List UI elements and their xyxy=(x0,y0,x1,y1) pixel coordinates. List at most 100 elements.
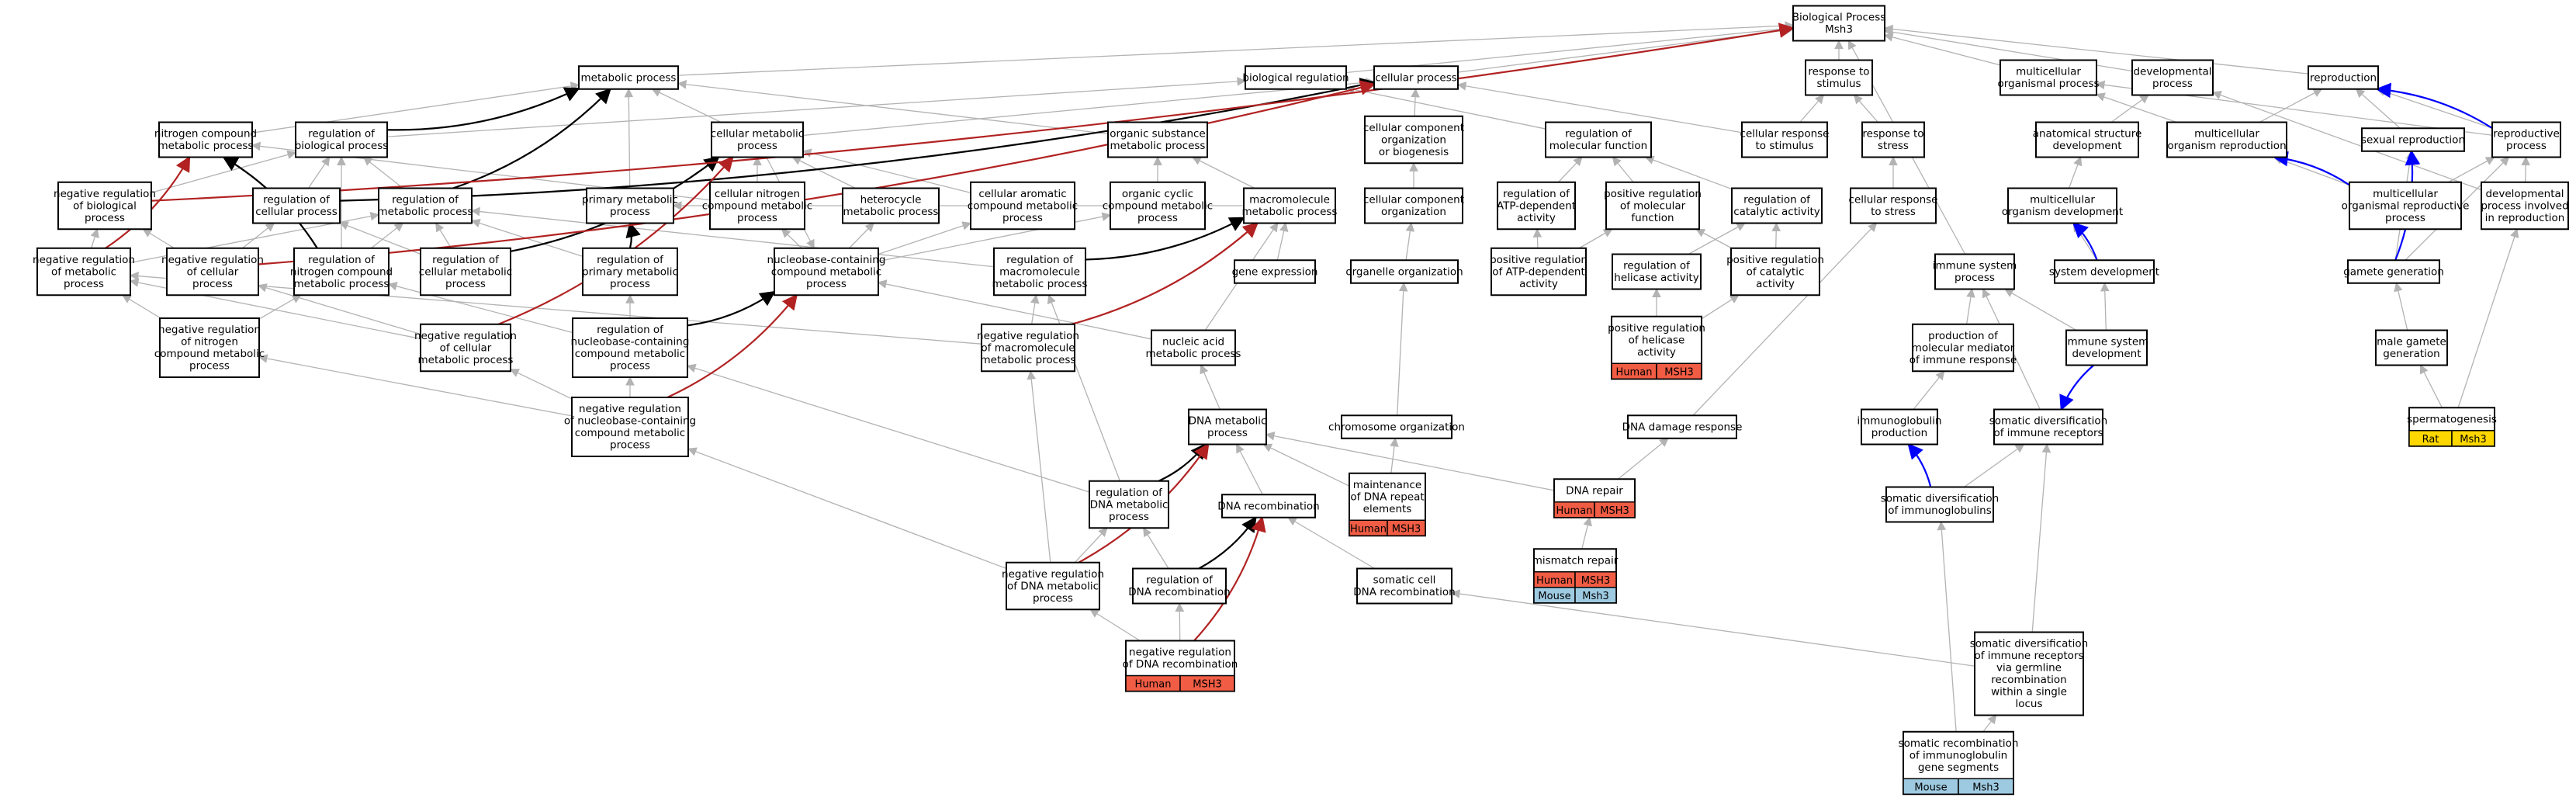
go-term-node-oo[interactable]: organelle organization xyxy=(1345,259,1463,284)
node-label-line: somatic cell xyxy=(1373,574,1436,587)
edge-rcp-to-cp xyxy=(339,78,1376,202)
node-label-line: macromolecule xyxy=(999,265,1080,278)
go-term-node-ge[interactable]: gene expression xyxy=(1232,259,1318,284)
ortholog-cell-label: Mouse xyxy=(1914,782,1947,793)
node-label-line: of helicase xyxy=(1629,334,1685,346)
node-box xyxy=(774,247,879,296)
node-label-line: of immune receptors xyxy=(1974,650,2083,662)
edge-sdirgr-to-scdr xyxy=(1450,589,1975,667)
go-term-node-srep[interactable]: sexual reproduction xyxy=(2361,127,2465,152)
go-term-node-cp[interactable]: cellular process xyxy=(1373,65,1459,90)
node-box xyxy=(1730,247,1820,296)
node-box xyxy=(1612,253,1702,290)
go-term-node-co[interactable]: chromosome organization xyxy=(1328,414,1465,439)
edge-repro-to-bp xyxy=(1883,24,2309,75)
go-term-node-rnccmp[interactable]: regulation ofnucleobase-containingcompou… xyxy=(571,317,690,378)
go-term-node-breg[interactable]: biological regulation xyxy=(1242,65,1349,90)
go-term-node-mp[interactable]: metabolic process xyxy=(578,65,679,90)
node-box xyxy=(2361,127,2465,152)
go-term-node-ddr[interactable]: DNA damage response xyxy=(1622,414,1743,439)
go-term-node-dnarec[interactable]: DNA recombination xyxy=(1217,494,1320,518)
node-box xyxy=(252,187,341,224)
node-box xyxy=(1850,187,1937,224)
node-label-line: regulation of xyxy=(263,194,331,206)
node-label-line: of immunoglobulin xyxy=(1909,749,2008,761)
go-term-node-repro[interactable]: reproduction xyxy=(2308,65,2379,90)
go-term-node-sd[interactable]: system development xyxy=(2049,259,2159,284)
ortholog-cell-human: MSH3 xyxy=(1656,362,1702,380)
go-term-node-gg[interactable]: gamete generation xyxy=(2343,259,2444,284)
node-label-line: somatic diversification xyxy=(1970,638,2088,650)
node-label-line: process xyxy=(610,439,650,452)
node-label-line: development xyxy=(2072,348,2141,360)
